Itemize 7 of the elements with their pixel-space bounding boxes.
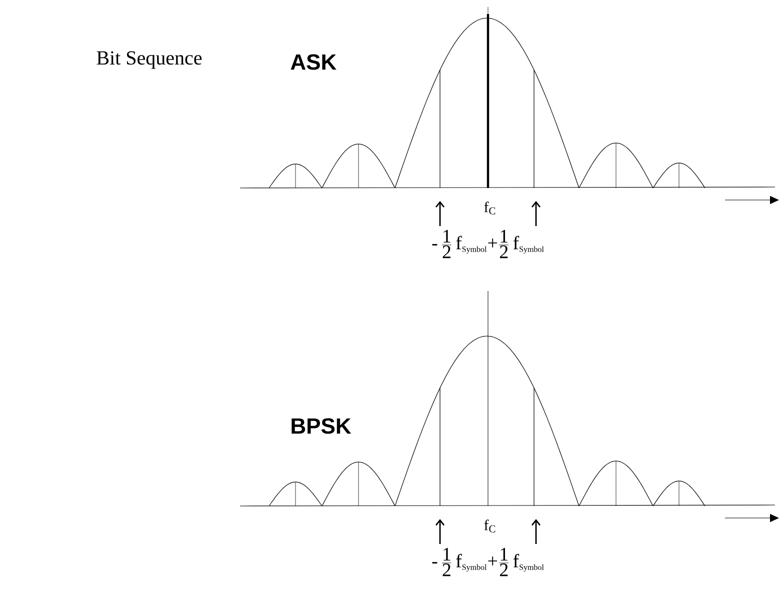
title-text: Bit Sequence xyxy=(96,51,202,69)
frequency-formula: $\hbox{-}\,\frac{\hbox{1}}{\hbox{2}}\,\hbox{f}_{\hbox{\footnotesize Symbol}}\hbox{+}\frac{\hbox{1}}{\hbox{2}}\,\hbox{f}_{\hbox{\footnotesize Symbol}}$ xyxy=(432,230,544,258)
axis-label: f$_{C}$ xyxy=(484,202,496,214)
frequency-formula: $\hbox{-}\,\frac{\hbox{1}}{\hbox{2}}\,\hbox{f}_{\hbox{\footnotesize Symbol}}\hbox{+}\frac{\hbox{1}}{\hbox{2}}\,\hbox{f}_{\hbox{\footnotesize Symbol}}$ xyxy=(432,548,544,576)
heading: ASK xyxy=(290,54,336,70)
heading: BPSK xyxy=(292,418,352,434)
axis-label: f$_{C}$ xyxy=(484,520,496,532)
